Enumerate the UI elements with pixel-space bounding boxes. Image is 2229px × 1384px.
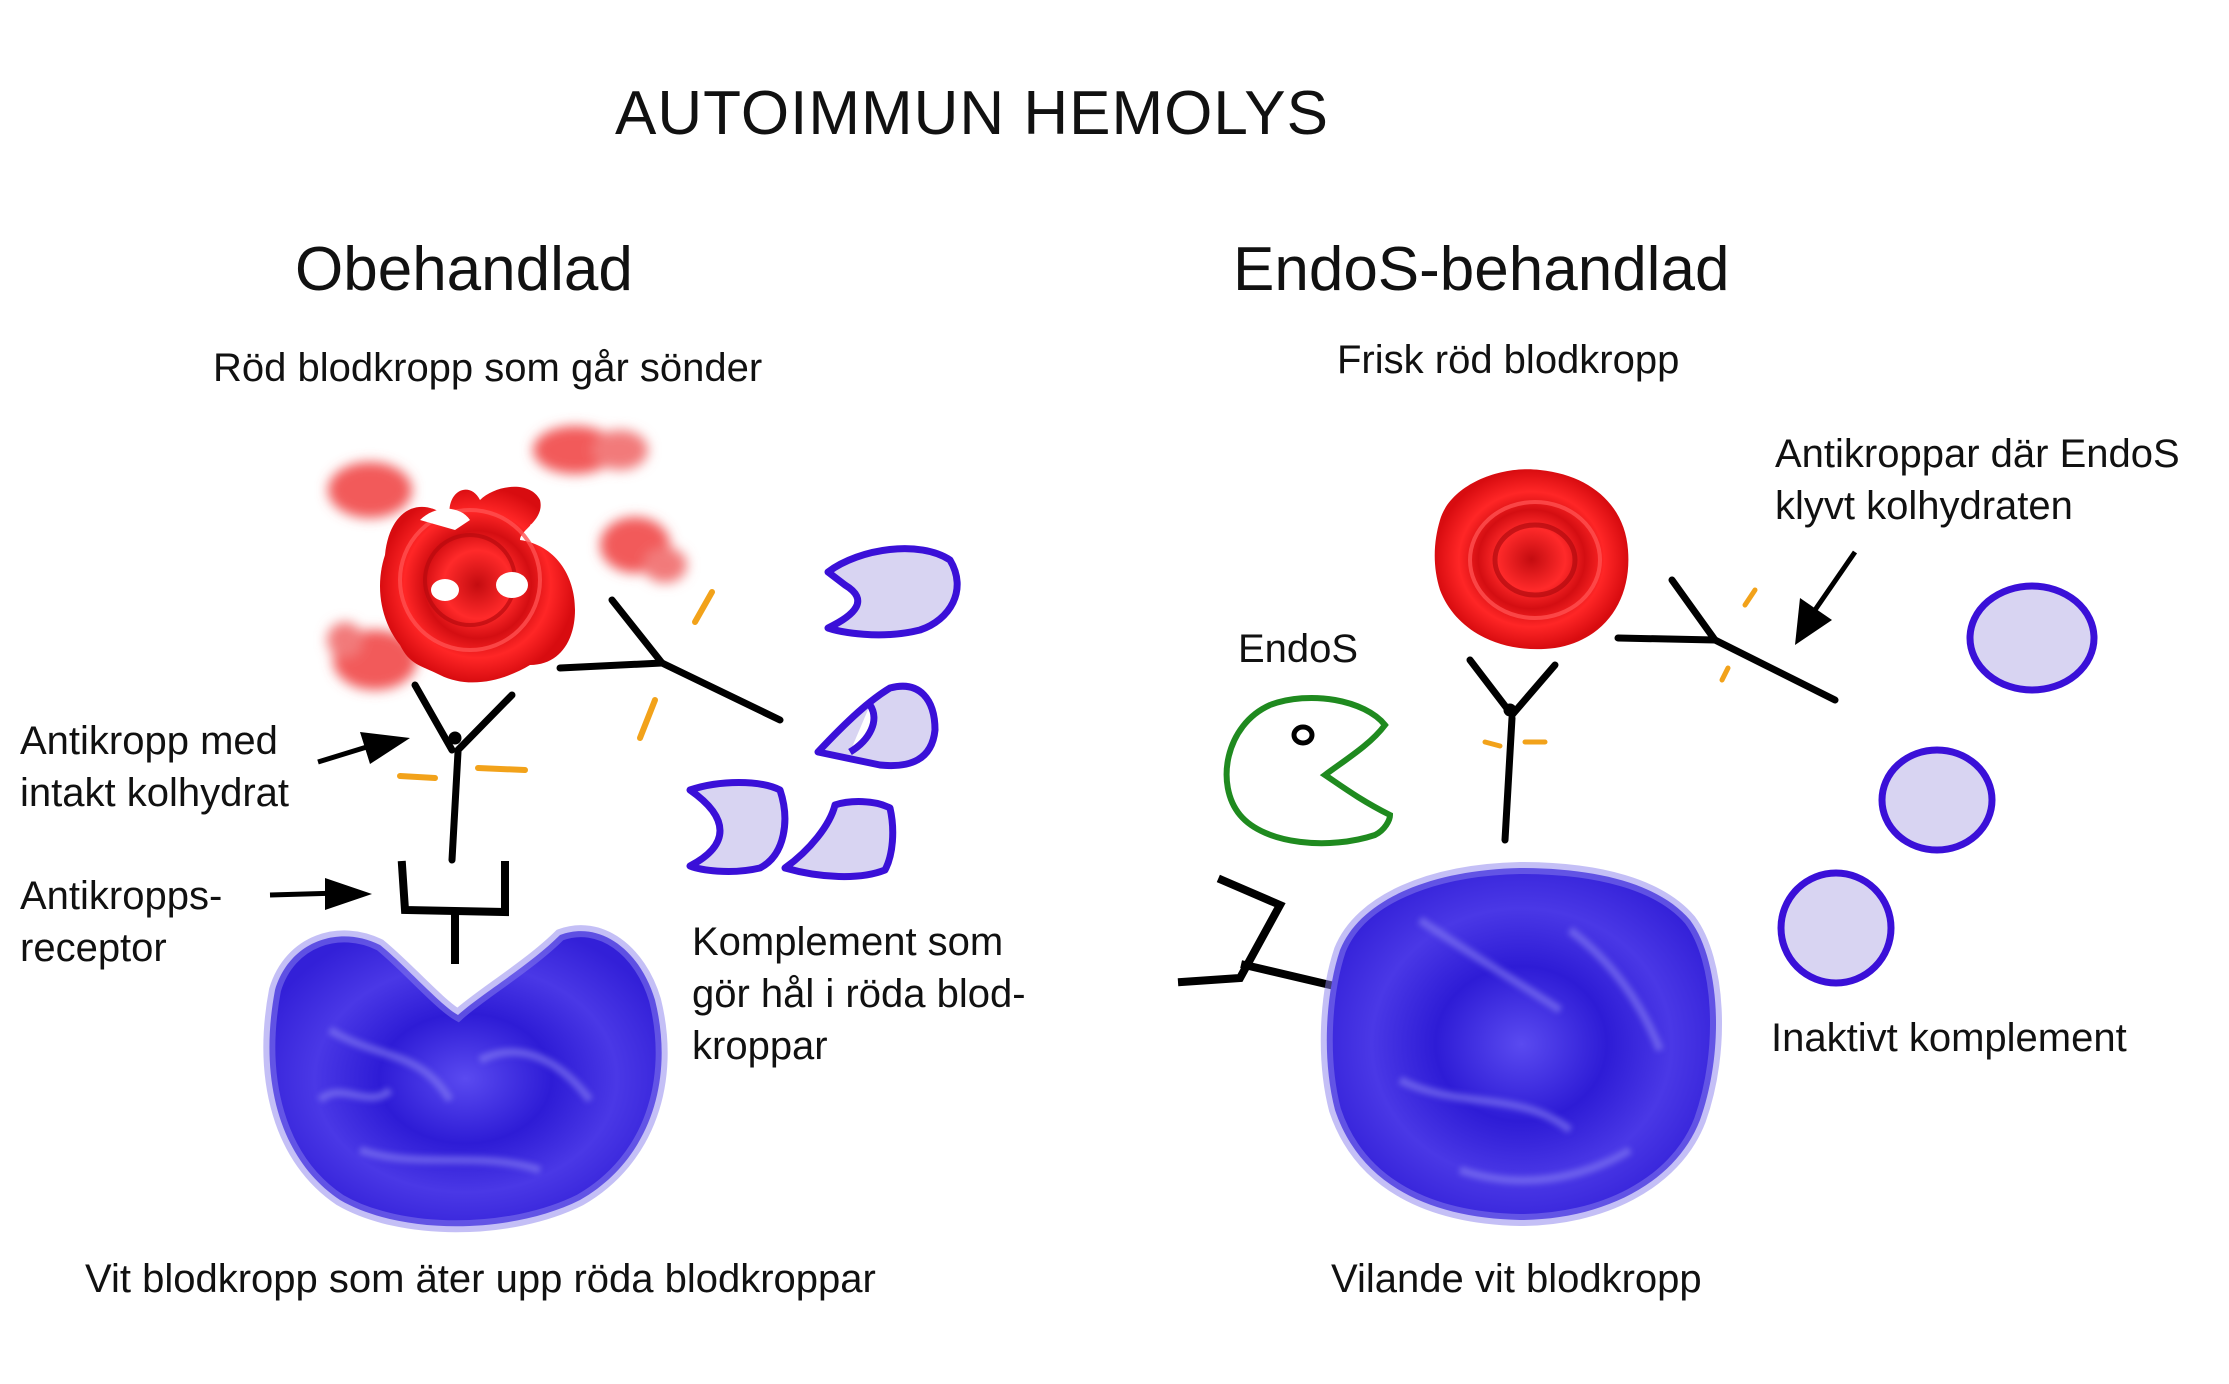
antibody-intact-label: Antikropp med intakt kolhydrat	[20, 715, 289, 819]
antibody-intact-carbohydrate	[411, 681, 516, 864]
antibody-bound-red-cell	[556, 596, 784, 724]
carbohydrate-marks-right-horizontal	[1719, 587, 1758, 683]
diagram-title: AUTOIMMUN HEMOLYS	[615, 79, 1329, 148]
inactive-complement-2	[1878, 746, 1996, 854]
complement-active-label-line3: kroppar	[692, 1024, 828, 1068]
antibody-receptor	[397, 860, 509, 964]
carbohydrate-marks-right-vertical	[1482, 739, 1548, 749]
inactive-complement-3	[1777, 869, 1895, 987]
resting-white-cell-label: Vilande vit blodkropp	[1331, 1257, 1702, 1301]
complement-2	[814, 682, 939, 770]
complement-1	[824, 545, 961, 639]
complement-4	[781, 798, 897, 881]
antibody-receptor-label-line2: receptor	[20, 926, 167, 970]
carbohydrate-marks-left-top	[637, 589, 715, 741]
complement-inactive-label: Inaktivt komplement	[1771, 1016, 2127, 1060]
red-cell-fragments	[327, 426, 687, 690]
arrow-cleaved-antibody	[1795, 550, 1858, 645]
complement-active-label-line1: Komplement som	[692, 920, 1004, 964]
antibody-receptor-label: Antikropps- receptor	[20, 870, 222, 974]
white-blood-cell-eating	[263, 925, 668, 1233]
ruptured-red-blood-cell	[380, 486, 575, 683]
antibody-receptor-right	[1177, 874, 1335, 990]
right-panel-heading: EndoS-behandlad	[1233, 235, 1730, 304]
complement-active	[686, 545, 961, 881]
arrow-receptor	[269, 878, 372, 910]
complement-active-label: Komplement som gör hål i röda blod- krop…	[692, 916, 1026, 1072]
antibody-cleaved-vertical	[1466, 656, 1559, 844]
healthy-red-cell-label: Frisk röd blodkropp	[1337, 338, 1680, 382]
antibody-receptor-label-line1: Antikropps-	[20, 874, 223, 918]
antibody-cleaved-horizontal	[1614, 576, 1839, 704]
endos-label: EndoS	[1238, 627, 1359, 671]
ruptured-red-cell-label: Röd blodkropp som går sönder	[213, 346, 763, 390]
antibody-cleaved-label-line1: Antikroppar där EndoS	[1775, 432, 2180, 476]
left-panel-heading: Obehandlad	[295, 235, 633, 304]
complement-3	[686, 779, 789, 875]
endos-enzyme	[1223, 694, 1394, 847]
antibody-intact-label-line1: Antikropp med	[20, 719, 278, 763]
carbohydrate-marks-left	[397, 765, 528, 781]
white-cell-eating-label: Vit blodkropp som äter upp röda blodkrop…	[85, 1257, 876, 1301]
antibody-cleaved-label-line2: klyvt kolhydraten	[1775, 484, 2073, 528]
healthy-red-blood-cell	[1434, 469, 1629, 650]
complement-active-label-line2: gör hål i röda blod-	[692, 972, 1026, 1016]
inactive-complement-1	[1966, 582, 2098, 694]
antibody-cleaved-label: Antikroppar där EndoS klyvt kolhydraten	[1775, 428, 2180, 532]
antibody-intact-label-line2: intakt kolhydrat	[20, 771, 290, 815]
resting-white-blood-cell	[1320, 861, 1722, 1227]
complement-inactive	[1777, 582, 2098, 987]
arrow-antibody	[317, 732, 410, 765]
